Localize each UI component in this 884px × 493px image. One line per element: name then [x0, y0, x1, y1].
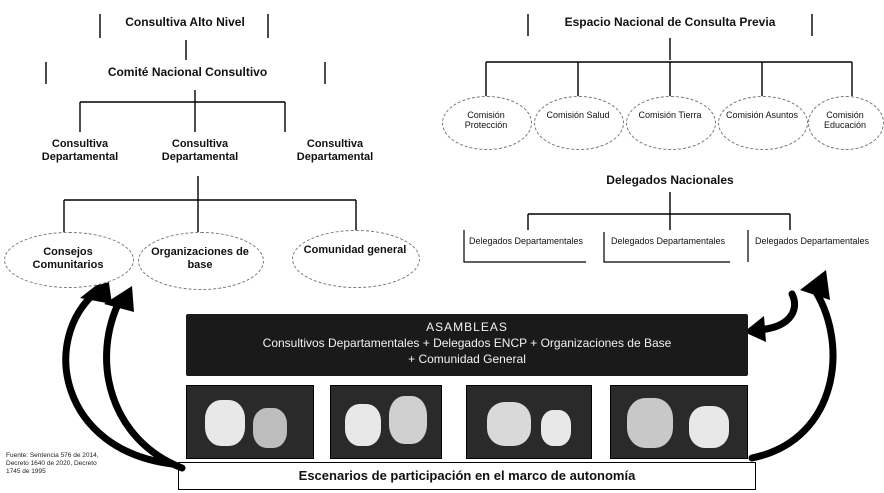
cloud-consejos — [4, 232, 134, 288]
comision-educacion: Comisión Educación — [823, 110, 867, 131]
assembly-line-2: + Comunidad General — [408, 352, 526, 366]
assembly-title: ASAMBLEAS — [426, 320, 508, 334]
consultiva-departamental-3: Consultiva Departamental — [296, 138, 374, 163]
espacio-nacional-consulta-previa: Espacio Nacional de Consulta Previa — [564, 15, 776, 29]
cloud-comision-1 — [442, 96, 532, 150]
assembly-line-1: Consultivos Departamentales + Delegados … — [262, 336, 672, 350]
comision-proteccion: Comisión Protección — [464, 110, 508, 131]
comision-tierra: Comisión Tierra — [638, 110, 702, 120]
delegados-departamentales-2: Delegados Departamentales — [610, 236, 726, 246]
consultiva-departamental-2: Consultiva Departamental — [161, 138, 239, 163]
photo-3 — [466, 385, 592, 459]
delegados-departamentales-3: Delegados Departamentales — [754, 236, 870, 246]
comision-salud: Comisión Salud — [546, 110, 610, 120]
assembly-banner: ASAMBLEAS Consultivos Departamentales + … — [186, 314, 748, 376]
comunidad-general: Comunidad general — [303, 244, 407, 256]
photo-1 — [186, 385, 314, 459]
comite-nacional-consultivo: Comité Nacional Consultivo — [107, 65, 268, 79]
cloud-organizaciones — [138, 232, 264, 290]
consultiva-departamental-1: Consultiva Departamental — [41, 138, 119, 163]
photo-2 — [330, 385, 442, 459]
source-note: Fuente: Sentencia 576 de 2014, Decreto 1… — [6, 452, 99, 475]
cloud-comision-5 — [808, 96, 884, 150]
cloud-comunidad — [292, 230, 420, 288]
delegados-departamentales-1: Delegados Departamentales — [468, 236, 584, 246]
photo-4 — [610, 385, 748, 459]
organizaciones-de-base: Organizaciones de base — [151, 246, 249, 271]
footer-caption: Escenarios de participación en el marco … — [178, 462, 756, 490]
consejos-comunitarios: Consejos Comunitarios — [32, 246, 104, 271]
delegados-nacionales: Delegados Nacionales — [606, 173, 734, 187]
cloud-comision-4 — [718, 96, 808, 150]
cloud-comision-3 — [626, 96, 716, 150]
consultiva-alto-nivel: Consultiva Alto Nivel — [125, 15, 245, 29]
comision-asuntos: Comisión Asuntos — [725, 110, 799, 120]
cloud-comision-2 — [534, 96, 624, 150]
